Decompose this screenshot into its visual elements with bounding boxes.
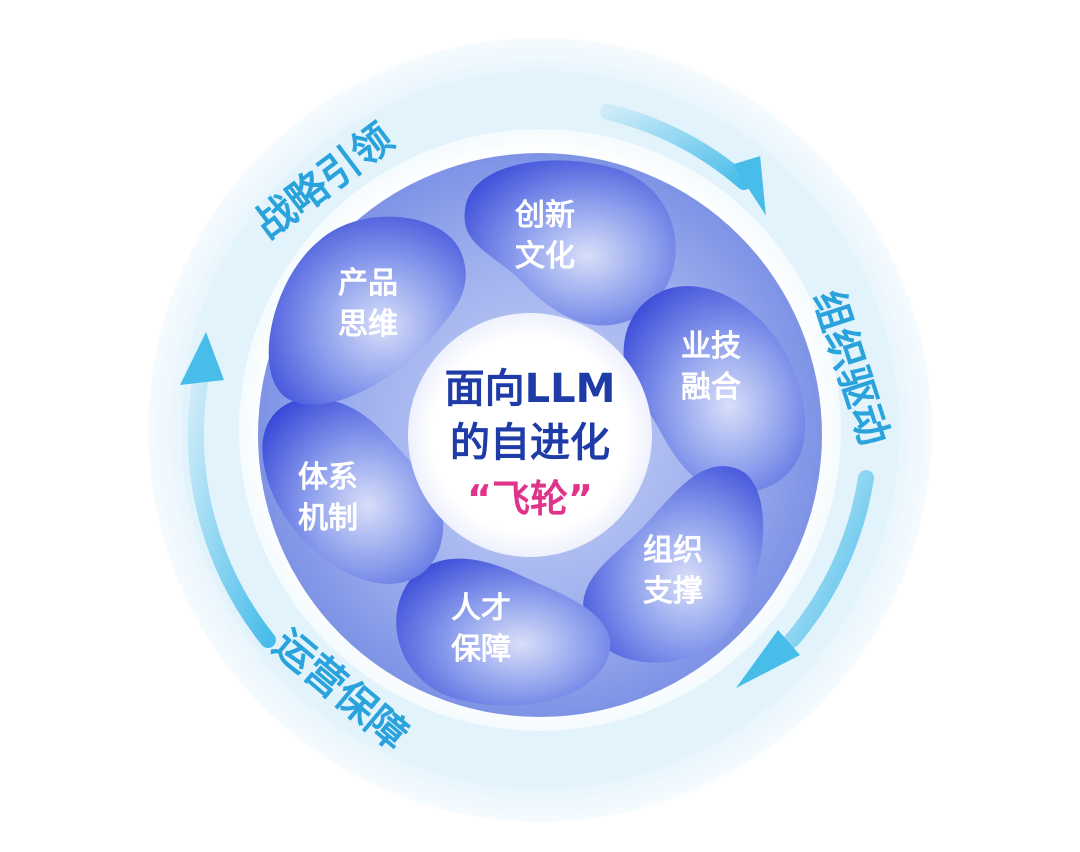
blob-label-talent-2: 保障 [451, 632, 511, 667]
blob-label-innovation-1: 创新 [514, 198, 575, 233]
arrow-right [784, 470, 874, 648]
blob-label-orgsupport-1: 组织 [643, 533, 703, 568]
blob-innovation-culture [464, 160, 676, 326]
center-line-3: “飞轮” [467, 477, 593, 521]
arrow-left [187, 374, 276, 648]
outer-ring-band [181, 71, 899, 789]
blob-label-system-1: 体系 [298, 460, 358, 495]
blob-label-innovation-2: 文化 [515, 239, 575, 274]
arrow-right-head [736, 630, 800, 688]
blob-label-orgsupport-2: 支撑 [643, 574, 703, 609]
arrow-top-right [600, 104, 752, 190]
center-circle [408, 313, 652, 557]
center-line-2: 的自进化 [450, 420, 610, 466]
blob-label-product-1: 产品 [338, 266, 398, 301]
blob-label-biztech-2: 融合 [681, 370, 741, 405]
arrow-left-head [180, 332, 224, 385]
blob-talent [396, 558, 611, 706]
blob-label-talent-1: 人才 [451, 591, 511, 626]
center-line-1: 面向LLM [445, 366, 616, 412]
blob-label-product-2: 思维 [338, 307, 398, 342]
blob-system [262, 397, 444, 584]
blob-group [262, 160, 806, 706]
arrow-top-right-head [732, 156, 766, 216]
blob-label-biztech-1: 业技 [681, 329, 741, 364]
blob-label-system-2: 机制 [298, 501, 358, 536]
blob-business-tech [623, 286, 806, 493]
blob-product [268, 216, 466, 405]
blob-org-support [583, 466, 764, 663]
